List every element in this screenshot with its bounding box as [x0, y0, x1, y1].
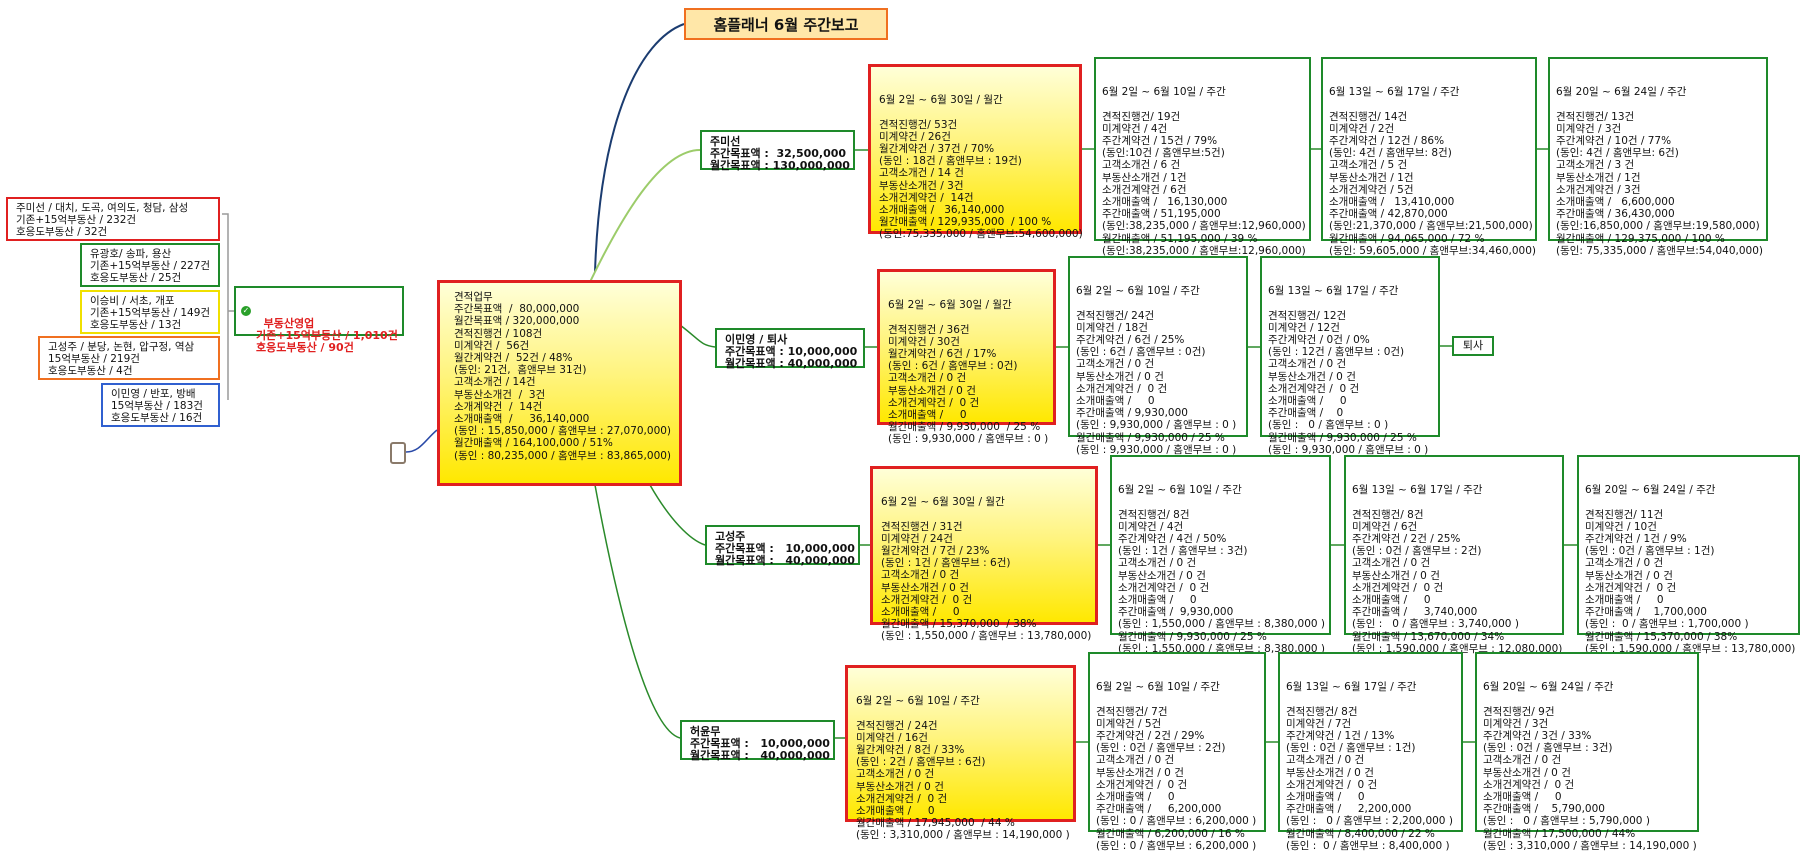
weekly-header: 6월 2일 ~ 6월 10일 / 주간: [1102, 86, 1226, 99]
weekly-header: 6월 20일 ~ 6월 24일 / 주간: [1585, 484, 1716, 497]
weekly-body: 견적진행건/ 7건 미계약건 / 5건 주간계약건 / 2건 / 29% (동인…: [1096, 705, 1257, 852]
weekly-header: 6월 13일 ~ 6월 17일 / 주간: [1329, 86, 1460, 99]
person-node-2[interactable]: 이민영 / 퇴사 주간목표액 : 10,000,000 월간목표액 : 40,0…: [715, 328, 865, 370]
weekly-body: 견적진행건/ 8건 미계약건 / 6건 주간계약건 / 2건 / 25% (동인…: [1352, 508, 1563, 655]
monthly-body: 견적진행건 / 24건 미계약건 / 16건 월간계약건 / 8건 / 33% …: [856, 719, 1070, 842]
weekly-body: 견적진행건/ 24건 미계약건 / 18건 주간계약건 / 6건 / 25% (…: [1076, 309, 1237, 456]
region-box-5: 이민영 / 반포, 방배 15억부동산 / 183건 호응도부동산 / 16건: [101, 383, 220, 427]
weekly-header: 6월 13일 ~ 6월 17일 / 주간: [1286, 681, 1417, 694]
connector-person-3: [649, 484, 706, 546]
weekly-body: 견적진행건/ 14건 미계약건 / 2건 주간계약건 / 12건 / 86% (…: [1329, 110, 1537, 257]
weekly-header: 6월 20일 ~ 6월 24일 / 주간: [1556, 86, 1687, 99]
connector-person-4: [594, 484, 681, 739]
weekly-header: 6월 2일 ~ 6월 10일 / 주간: [1096, 681, 1220, 694]
weekly-header: 6월 13일 ~ 6월 17일 / 주간: [1268, 285, 1399, 298]
connector-person-2: [679, 324, 716, 348]
report-title: 홈플래너 6월 주간보고: [684, 8, 888, 40]
region-box-1: 주미선 / 대치, 도곡, 여의도, 청담, 삼성 기존+15억부동산 / 23…: [6, 197, 220, 241]
connector-root: [405, 429, 438, 453]
monthly-header: 6월 2일 ~ 6월 30일 / 월간: [888, 299, 1012, 312]
hub-text: 부동산영업 기존+15억부동산 / 1,010건 호응도부동산 / 90건: [256, 317, 398, 354]
weekly-header: 6월 13일 ~ 6월 17일 / 주간: [1352, 484, 1483, 497]
weekly-body: 견적진행건/ 8건 미계약건 / 7건 주간계약건 / 1건 / 13% (동인…: [1286, 705, 1453, 852]
person-node-3[interactable]: 고성주 주간목표액 : 10,000,000 월간목표액 : 40,000,00…: [705, 525, 860, 567]
region-box-4: 고성주 / 분당, 논현, 압구정, 역삼 15억부동산 / 219건 호응도부…: [38, 336, 220, 380]
weekly-body: 견적진행건/ 11건 미계약건 / 10건 주간계약건 / 1건 / 9% (동…: [1585, 508, 1796, 655]
monthly-header: 6월 2일 ~ 6월 30일 / 월간: [879, 94, 1003, 107]
region-box-3: 이승비 / 서초, 개포 기존+15억부동산 / 149건 호응도부동산 / 1…: [80, 290, 220, 334]
person-node-4[interactable]: 허윤무 주간목표액 : 10,000,000 월간목표액 : 40,000,00…: [680, 720, 835, 762]
weekly-header: 6월 2일 ~ 6월 10일 / 주간: [1118, 484, 1242, 497]
weekly-body: 견적진행건/ 19건 미계약건 / 4건 주간계약건 / 15건 / 79% (…: [1102, 110, 1306, 257]
check-icon: ✓: [241, 306, 251, 316]
monthly-header: 6월 2일 ~ 6월 30일 / 월간: [881, 496, 1005, 509]
summary-node: 견적업무 주간목표액 / 80,000,000 월간목표액 / 320,000,…: [437, 280, 682, 486]
hub-node: ✓ 부동산영업 기존+15억부동산 / 1,010건 호응도부동산 / 90건: [234, 286, 404, 354]
root-node[interactable]: [390, 442, 406, 464]
monthly-header: 6월 2일 ~ 6월 10일 / 주간: [856, 695, 980, 708]
connector-hub: [222, 213, 234, 400]
weekly-header: 6월 20일 ~ 6월 24일 / 주간: [1483, 681, 1614, 694]
monthly-body: 견적진행건/ 53건 미계약건 / 26건 월간계약건 / 37건 / 70% …: [879, 118, 1083, 241]
connector-person-1: [589, 149, 701, 283]
region-box-2: 유광호/ 송파, 용산 기존+15억부동산 / 227건 호응도부동산 / 25…: [80, 243, 220, 287]
weekly-header: 6월 2일 ~ 6월 10일 / 주간: [1076, 285, 1200, 298]
retired-label: 퇴사: [1452, 336, 1494, 356]
person-node-1[interactable]: 주미선 주간목표액 : 32,500,000 월간목표액 : 130,000,0…: [700, 130, 855, 172]
connector-title: [594, 23, 685, 273]
monthly-body: 견적진행건 / 31건 미계약건 / 24건 월간계약건 / 7건 / 23% …: [881, 520, 1092, 643]
monthly-body: 견적진행건 / 36건 미계약건 / 30건 월간계약건 / 6건 / 17% …: [888, 323, 1049, 446]
weekly-body: 견적진행건/ 12건 미계약건 / 12건 주간계약건 / 0건 / 0% (동…: [1268, 309, 1429, 456]
weekly-body: 견적진행건/ 8건 미계약건 / 4건 주간계약건 / 4건 / 50% (동인…: [1118, 508, 1326, 655]
weekly-body: 견적진행건/ 9건 미계약건 / 3건 주간계약건 / 3건 / 33% (동인…: [1483, 705, 1697, 852]
weekly-body: 견적진행건/ 13건 미계약건 / 3건 주간계약건 / 10건 / 77% (…: [1556, 110, 1764, 257]
